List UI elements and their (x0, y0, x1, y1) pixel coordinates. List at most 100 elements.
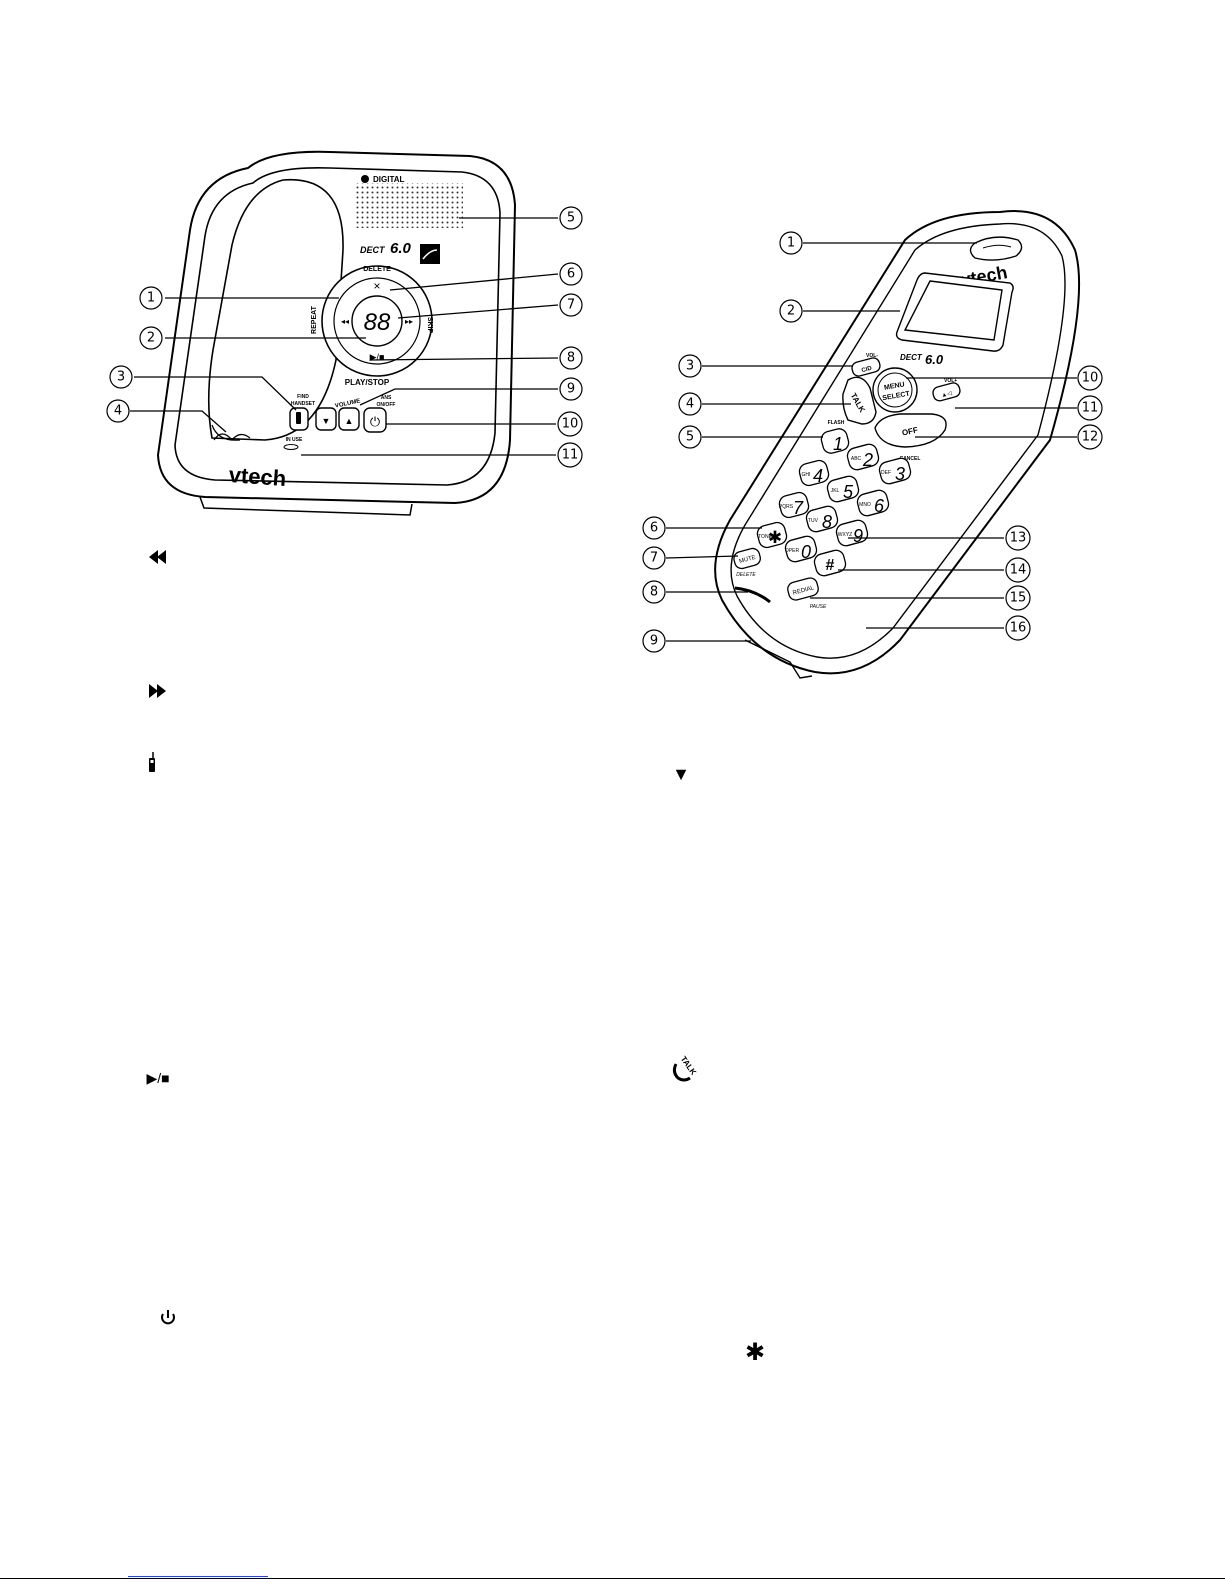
skip-button[interactable]: ▸▸ (405, 317, 413, 326)
base-callout-3 (109, 365, 133, 389)
base-callout-markers: 1 2 3 4 5 6 7 8 9 10 11 (106, 206, 583, 468)
vol-plus-icon: ▲◁ (941, 391, 953, 400)
play-stop-button[interactable]: ▶/■ (370, 352, 385, 362)
handset-callout-7 (642, 546, 666, 570)
volume-label: VOLUME (335, 398, 361, 409)
speaker-grille (355, 183, 463, 228)
handset-screen (903, 280, 1003, 341)
volume-down-button[interactable] (315, 407, 337, 431)
svg-text:1: 1 (147, 291, 155, 306)
volume-down-icon: ▼ (322, 416, 331, 426)
svg-text:1: 1 (787, 236, 795, 251)
svg-text:13: 13 (1010, 531, 1027, 546)
key-5[interactable] (826, 474, 861, 503)
base-callout-9 (559, 377, 583, 401)
key-9[interactable] (835, 518, 870, 547)
svg-text:15: 15 (1010, 591, 1027, 606)
delete-button[interactable]: × (373, 279, 380, 293)
select-label: SELECT (882, 390, 911, 402)
key-pound[interactable] (813, 548, 848, 577)
triangle-down-icon: ▼ (672, 764, 690, 784)
cancel-label: CANCEL (900, 456, 921, 462)
handset-callout-5 (678, 425, 702, 449)
handset-dect-label: DECT (900, 353, 923, 362)
handset-callout-12 (1077, 424, 1103, 450)
rewind-icon (149, 550, 166, 564)
off-cancel-button[interactable] (874, 413, 947, 448)
base-callout-10 (557, 411, 583, 437)
svg-text:JKL: JKL (831, 488, 840, 494)
svg-text:TUV: TUV (808, 518, 819, 524)
volume-up-button[interactable] (338, 407, 360, 431)
key-4[interactable] (798, 459, 831, 487)
key-8[interactable] (805, 504, 840, 533)
play-stop-icon: ▶/■ (146, 1070, 169, 1086)
handset-callout-3 (678, 354, 702, 378)
redial-label: REDIAL (792, 585, 815, 597)
handset-callout-9 (642, 629, 666, 653)
talk-button[interactable] (842, 376, 877, 425)
answering-dial: DELETE × REPEAT ◂◂ SKIP ▸▸ 88 ▶/■ PLAY/S… (311, 265, 433, 387)
key-6[interactable] (856, 488, 891, 517)
handset-illustration: vtech DECT 6.0 VOL- CID MENU SELECT VOL+… (642, 210, 1103, 679)
base-callout-8 (559, 346, 583, 370)
handset-callout-4 (678, 392, 702, 416)
digital-badge-icon (361, 175, 369, 183)
vol-plus-redial-button[interactable] (932, 382, 962, 403)
skip-label: SKIP (426, 317, 433, 334)
energy-star-logo (420, 244, 440, 264)
svg-text:GHI: GHI (802, 472, 811, 478)
earpiece (969, 236, 1023, 261)
legend-icons: ▶/■ ▼ TALK ✱ (146, 550, 765, 1366)
svg-text:PQRS: PQRS (779, 504, 794, 510)
svg-text:2: 2 (787, 304, 795, 319)
svg-text:11: 11 (562, 448, 579, 463)
mute-delete-button[interactable] (732, 547, 762, 570)
ans-power-icon: ⏻ (370, 414, 380, 429)
svg-text:3: 3 (117, 370, 125, 385)
handset-callout-11 (1077, 395, 1103, 421)
footer-rule (0, 1578, 1225, 1579)
base-callout-2 (139, 326, 163, 350)
find-handset-icon (296, 412, 301, 424)
base-callout-7 (559, 293, 583, 317)
handset-callout-6 (642, 516, 666, 540)
svg-text:10: 10 (1082, 371, 1099, 386)
base-unit-illustration: DIGITAL DECT 6.0 DELETE × REPEAT ◂◂ SKIP… (106, 150, 583, 516)
svg-text:7: 7 (650, 551, 658, 566)
repeat-button[interactable]: ◂◂ (341, 317, 349, 326)
svg-text:12: 12 (1082, 430, 1099, 445)
base-brand-logo: vtech (228, 462, 287, 491)
handset-microphone (734, 586, 771, 604)
redial-pause-button[interactable] (786, 576, 820, 601)
svg-text:4: 4 (813, 466, 823, 486)
charging-contacts (213, 433, 233, 441)
handset-callout-lines (665, 242, 1077, 642)
svg-text:5: 5 (686, 430, 694, 445)
handset-callout-13 (1005, 525, 1031, 551)
ans-label-1: ANS (381, 395, 392, 401)
mute-delete-label: DELETE (736, 572, 756, 578)
svg-text:9: 9 (567, 382, 575, 397)
svg-text:2: 2 (147, 331, 155, 346)
base-callout-1 (139, 286, 163, 310)
key-star-tone[interactable] (756, 521, 789, 549)
key-3[interactable] (878, 456, 913, 485)
handset-callout-10 (1077, 365, 1103, 391)
key-2[interactable] (846, 442, 881, 471)
svg-text:3: 3 (686, 359, 694, 374)
key-1[interactable] (820, 427, 851, 455)
svg-text:8: 8 (822, 512, 832, 532)
key-7[interactable] (778, 491, 811, 519)
vol-minus-cid-button[interactable] (851, 357, 882, 378)
key-0[interactable] (784, 534, 819, 563)
talk-icon: TALK (672, 1055, 698, 1082)
svg-text:0: 0 (801, 542, 811, 562)
pound-icon: # (826, 557, 835, 574)
ans-on-off-button[interactable] (363, 407, 387, 433)
handset-icon (149, 752, 155, 772)
handset-callout-markers: 1 2 3 4 5 6 7 8 9 10 11 12 13 1 (642, 231, 1103, 653)
svg-text:TALK: TALK (679, 1055, 698, 1077)
